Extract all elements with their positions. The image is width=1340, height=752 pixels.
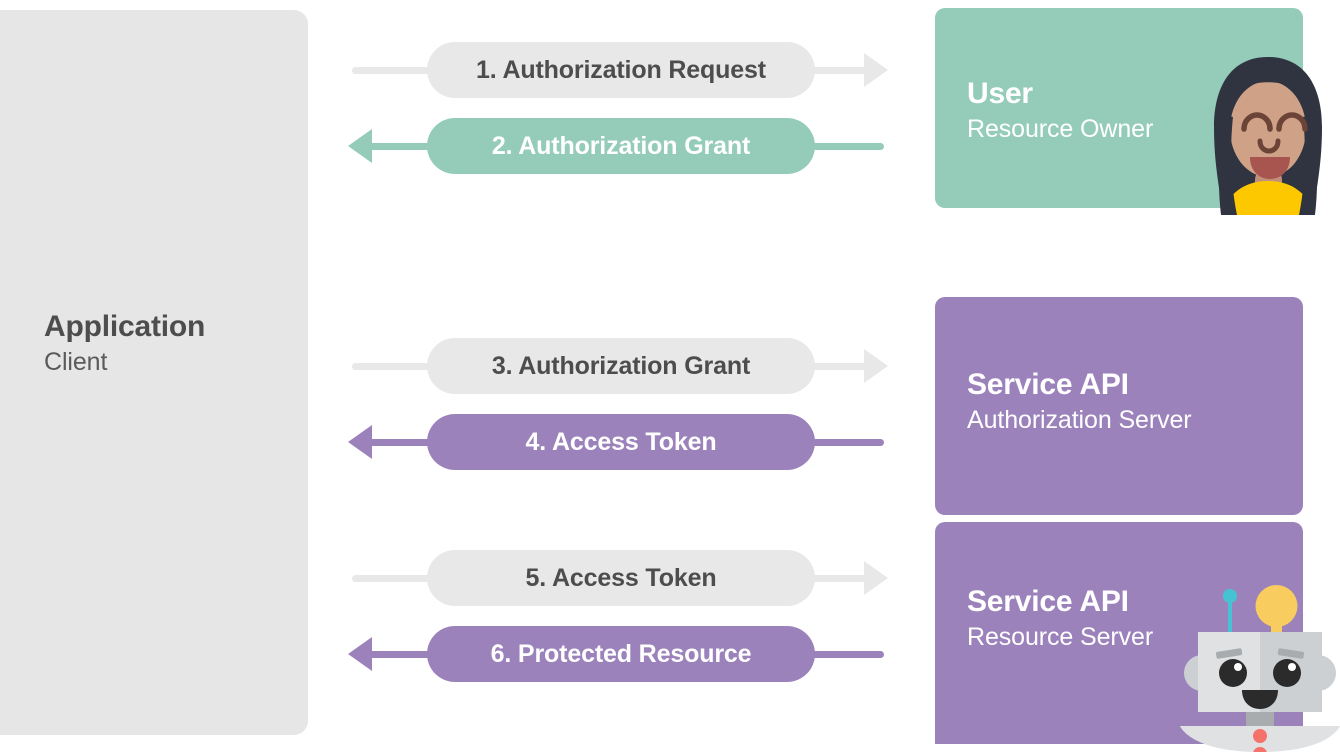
flow-step-6: 6. Protected Resource [348,626,888,682]
actor-card-res-text: Service API Resource Server [967,582,1153,654]
client-panel-text: Application Client [44,308,294,378]
flow-label-1: 1. Authorization Request [476,55,766,84]
flow-pill-3[interactable]: 3. Authorization Grant [427,338,815,394]
arrowhead-left-icon-2 [348,129,372,163]
flow-label-4: 4. Access Token [525,427,717,456]
user-avatar-icon [1214,57,1322,215]
flow-pill-1[interactable]: 1. Authorization Request [427,42,815,98]
actor-card-user-text: User Resource Owner [967,74,1153,146]
flow-pill-6[interactable]: 6. Protected Resource [427,626,815,682]
robot-avatar-icon [1180,585,1340,752]
flow-pill-4[interactable]: 4. Access Token [427,414,815,470]
arrowhead-right-icon-5 [864,561,888,595]
flow-label-5: 5. Access Token [525,563,717,592]
actor-res-title: Service API [967,585,1129,618]
flow-step-3: 3. Authorization Grant [348,338,888,394]
flow-pill-2[interactable]: 2. Authorization Grant [427,118,815,174]
actor-card-authorization-server: Service API Authorization Server [935,297,1303,515]
flow-step-4: 4. Access Token [348,414,888,470]
flow-pill-5[interactable]: 5. Access Token [427,550,815,606]
arrowhead-right-icon-3 [864,349,888,383]
client-subtitle: Client [44,348,108,377]
actor-user-subtitle: Resource Owner [967,115,1154,143]
arrowhead-left-icon-4 [348,425,372,459]
actor-user-title: User [967,77,1033,110]
arrowhead-left-icon-6 [348,637,372,671]
arrowhead-right-icon-1 [864,53,888,87]
flow-label-3: 3. Authorization Grant [491,351,751,380]
flow-step-1: 1. Authorization Request [348,42,888,98]
flow-label-6: 6. Protected Resource [490,639,752,668]
actor-card-auth-text: Service API Authorization Server [967,365,1192,437]
flow-step-5: 5. Access Token [348,550,888,606]
flow-step-2: 2. Authorization Grant [348,118,888,174]
actor-auth-title: Service API [967,368,1129,401]
client-panel: Application Client [0,10,308,735]
actor-res-subtitle: Resource Server [967,623,1154,651]
actor-auth-subtitle: Authorization Server [967,406,1192,434]
flow-label-2: 2. Authorization Grant [491,131,751,160]
client-title: Application [44,310,206,343]
